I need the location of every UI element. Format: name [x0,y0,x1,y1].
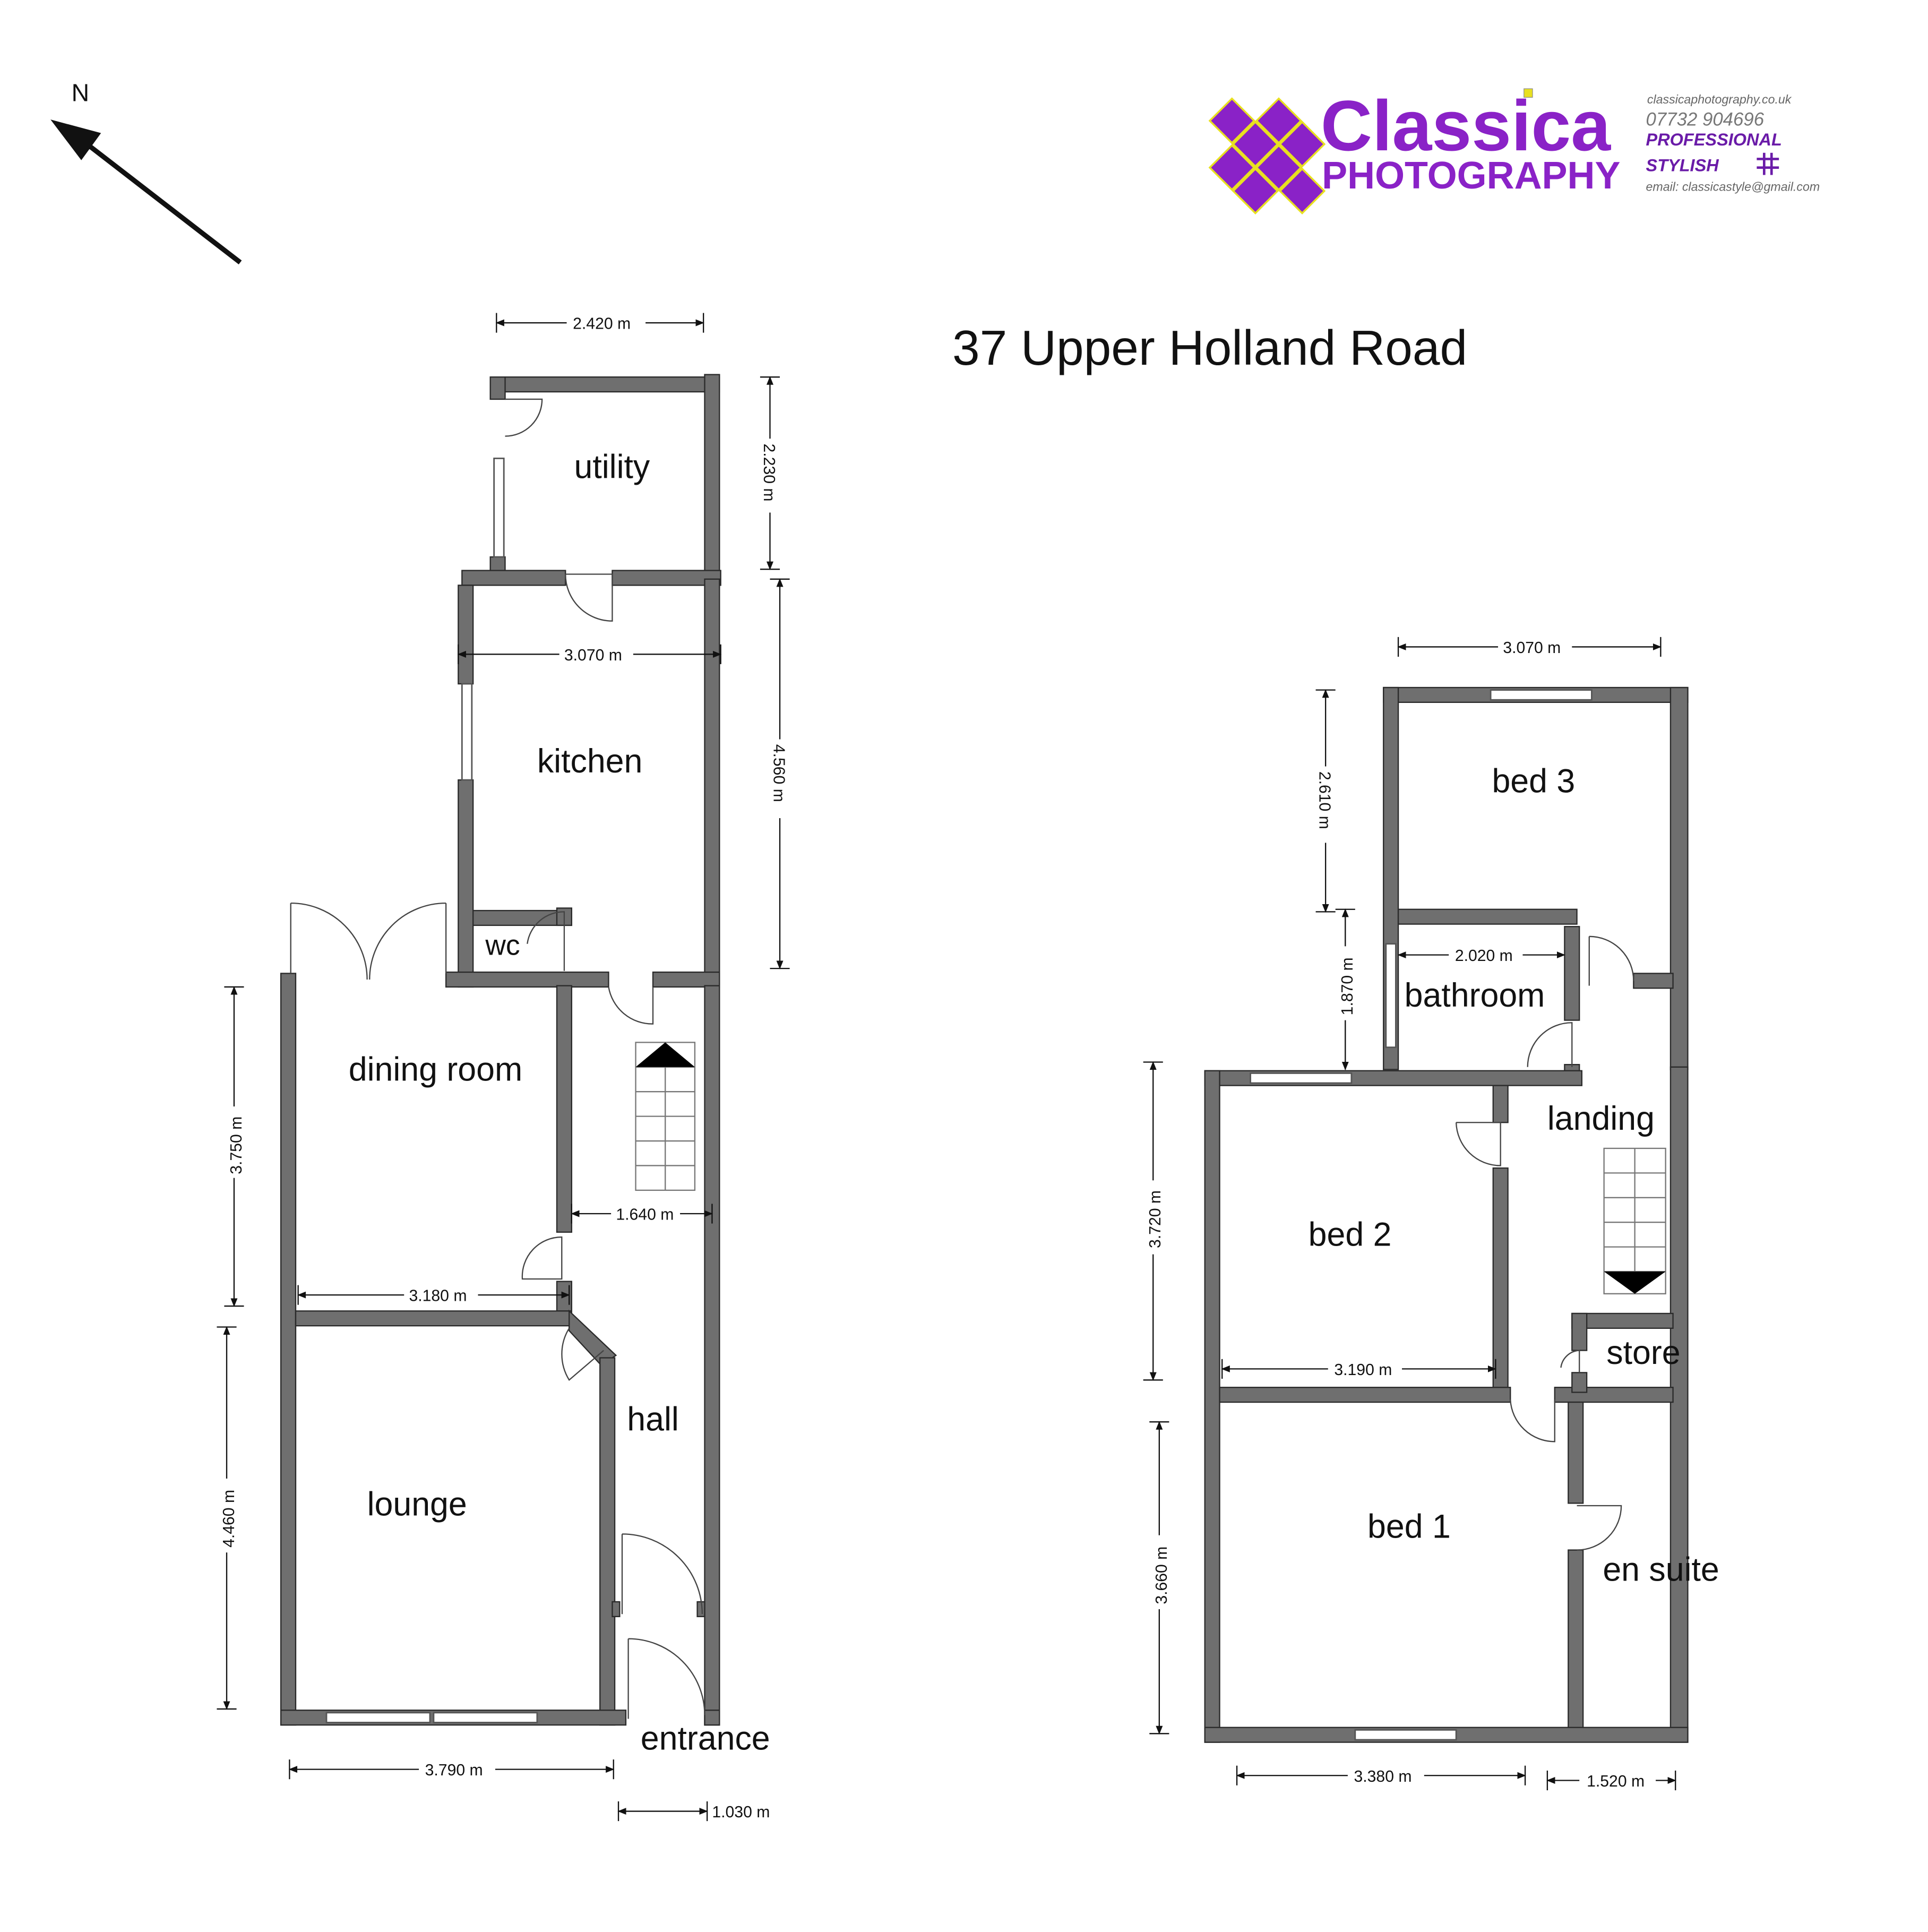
logo-diamonds-icon [1208,97,1326,214]
logo-grid-icon [1757,152,1779,175]
dim-dining-width: 3.180 m [409,1287,467,1305]
dim-entrance-width: 1.030 m [712,1804,770,1821]
room-label-kitchen: kitchen [537,743,643,780]
ground-floor-walls [280,374,721,1726]
dim-bed2-depth: 3.720 m [1147,1190,1164,1248]
dim-bed3-width: 3.070 m [1503,639,1561,657]
logo-email: email: classicastyle@gmail.com [1646,180,1820,194]
room-label-landing: landing [1547,1100,1655,1137]
room-label-hall: hall [627,1401,679,1438]
dim-utility-depth: 2.230 m [760,443,778,501]
dim-bed2-width: 3.190 m [1334,1361,1392,1379]
dim-bathroom-width: 2.020 m [1455,947,1513,965]
dim-kitchen-depth: 4.560 m [770,744,787,802]
dim-bed3-depth: 2.610 m [1316,771,1333,829]
first-floor-doors [1455,935,1634,1551]
first-floor-dimension-lines [1143,637,1676,1791]
dim-bathroom-depth: 1.870 m [1339,957,1356,1015]
logo-tagline-1: PROFESSIONAL [1646,130,1782,149]
first-floor-stairs [1603,1147,1666,1294]
room-label-lounge: lounge [367,1486,467,1523]
dim-bed1-width: 3.380 m [1354,1768,1412,1785]
logo-sub: PHOTOGRAPHY [1322,154,1620,197]
logo-phone: 07732 904696 [1646,109,1765,130]
ground-floor-stairs [635,1042,696,1191]
page-title: 37 Upper Holland Road [952,320,1467,375]
room-label-en-suite: en suite [1603,1551,1719,1588]
room-label-bathroom: bathroom [1405,977,1545,1014]
ground-floor-doors [290,398,705,1719]
room-label-entrance: entrance [641,1720,770,1757]
room-label-bed-1: bed 1 [1367,1508,1451,1545]
room-label-bed-3: bed 3 [1492,762,1575,800]
dim-utility-width: 2.420 m [573,315,631,333]
dim-hall-width: 1.640 m [616,1206,674,1224]
dim-kitchen-width: 3.070 m [564,647,622,664]
logo-name: Classica [1321,85,1611,166]
logo-website: classicaphotography.co.uk [1647,92,1792,106]
north-arrow-icon [50,119,242,265]
dim-en-suite-width: 1.520 m [1587,1773,1645,1790]
north-label: N [72,79,90,106]
dim-lounge-width: 3.790 m [425,1762,483,1779]
classica-logo: Classica PHOTOGRAPHY classicaphotography… [1208,85,1820,214]
first-floor-windows [1250,689,1593,1741]
room-label-dining-room: dining room [349,1051,522,1088]
room-label-bed-2: bed 2 [1309,1216,1392,1253]
room-label-store: store [1606,1334,1680,1371]
dim-dining-depth: 3.750 m [228,1117,245,1174]
room-label-wc: wc [485,930,520,961]
dim-bed1-depth: 3.660 m [1153,1547,1170,1604]
logo-tagline-2: STYLISH [1646,156,1720,175]
ground-floor-windows [325,457,538,1723]
dim-lounge-depth: 4.460 m [220,1490,238,1548]
room-label-utility: utility [574,448,650,485]
